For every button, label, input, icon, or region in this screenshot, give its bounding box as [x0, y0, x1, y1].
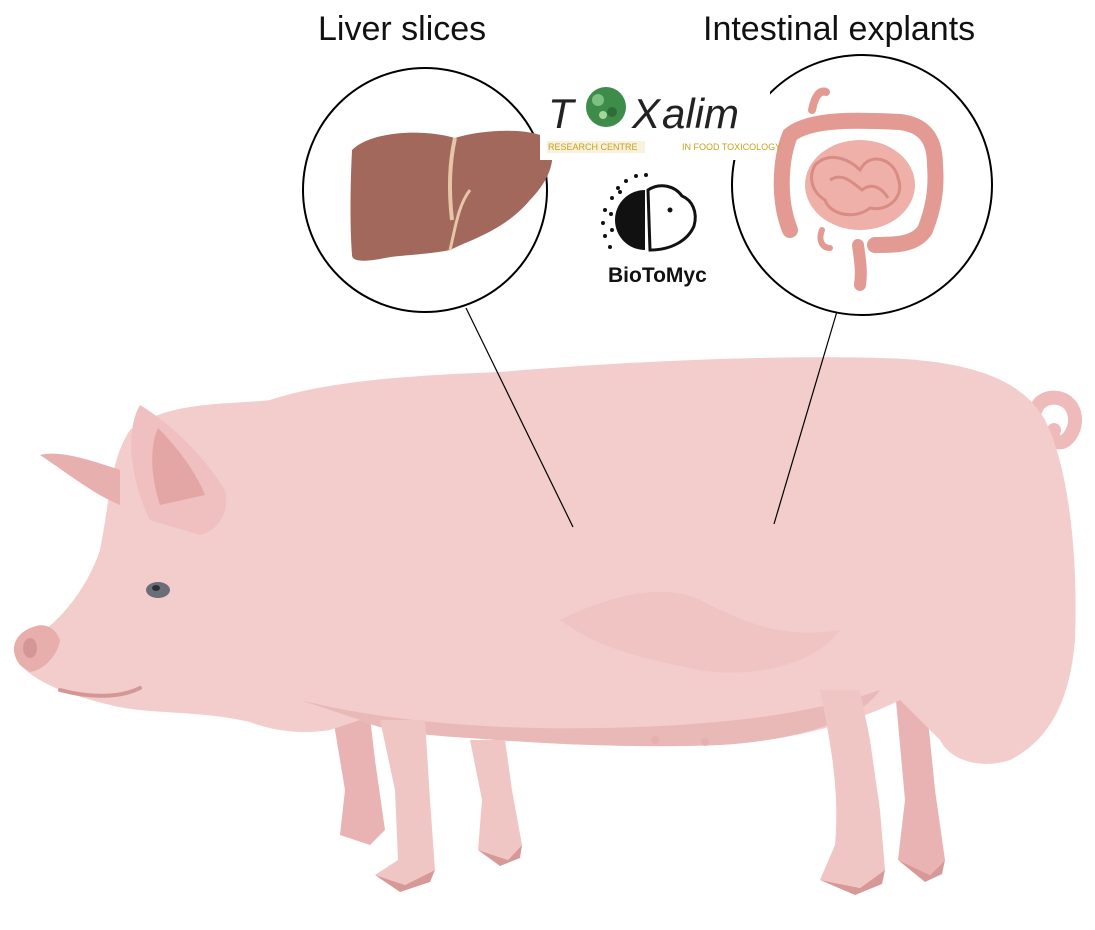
toxalim-wordmark: T	[548, 90, 577, 137]
liver-callout	[303, 68, 552, 312]
intestine-callout	[732, 55, 992, 315]
pig-illustration	[14, 357, 1076, 895]
biotomyc-wordmark: BioToMyc	[608, 264, 707, 287]
globe-icon	[586, 87, 626, 127]
toxalim-logo: T X alim RESEARCH CENTRE IN FOOD TOXICOL…	[540, 78, 781, 160]
svg-text:X: X	[631, 90, 662, 137]
svg-text:alim: alim	[662, 90, 739, 137]
biotomyc-logo: BioToMyc	[601, 173, 707, 287]
toxalim-tagline-right: IN FOOD TOXICOLOGY	[682, 142, 781, 152]
toxalim-tagline-left: RESEARCH CENTRE	[548, 142, 638, 152]
pig-head-icon	[648, 186, 695, 250]
